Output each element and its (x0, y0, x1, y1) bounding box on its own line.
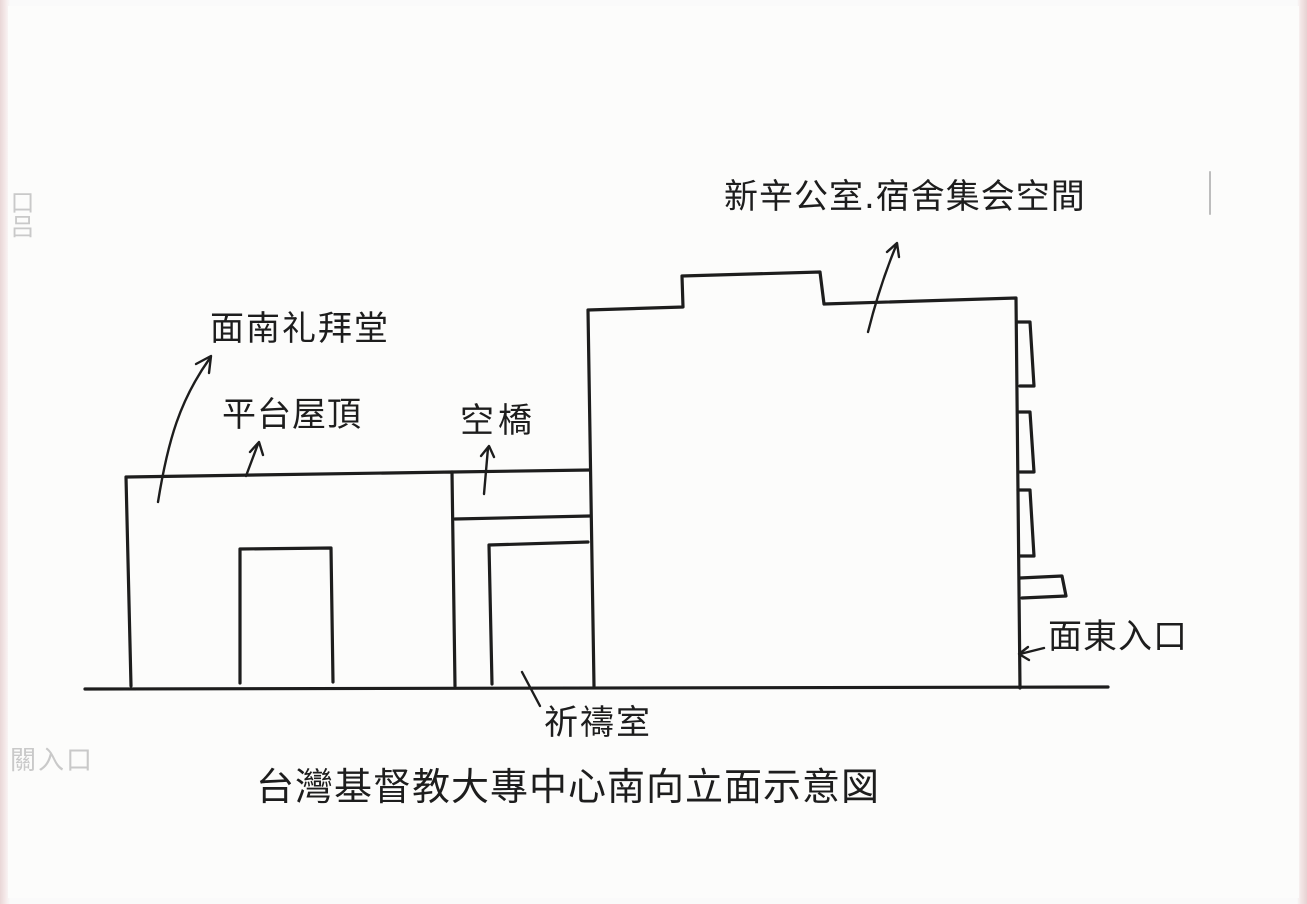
balcony-2 (1016, 410, 1036, 474)
balcony-1 (1016, 320, 1036, 388)
paper-sheet (8, 6, 1299, 898)
prayer-leader-arrow (520, 670, 542, 708)
label-flat-roof: 平台屋頂 (222, 395, 362, 435)
bleed-through-text-top: 口吕 (6, 190, 34, 238)
chapel-arrowhead (194, 354, 213, 375)
tower-leader-arrow (866, 244, 898, 334)
ground-line (83, 685, 1110, 691)
roof-leader-arrow (244, 442, 260, 478)
diagram-caption: 台灣基督教大專中心南向立面示意図 (256, 765, 881, 809)
bridge-leader-arrow (482, 446, 490, 496)
label-south-chapel: 面南礼拜堂 (210, 309, 390, 349)
label-prayer-room: 祈禱室 (544, 703, 652, 743)
bridge-beam (453, 514, 592, 521)
east-leader-arrow (1018, 646, 1046, 656)
entrance-canopy (1018, 574, 1068, 600)
prayer-room-opening (487, 540, 590, 686)
chapel-leader-arrow (156, 356, 212, 504)
balcony-3 (1016, 488, 1036, 558)
bleed-through-text-bottom: 關入口 (10, 746, 95, 776)
label-east-entrance: 面東入口 (1048, 617, 1188, 657)
chapel-outline (124, 470, 457, 688)
east-arrowhead (1017, 645, 1031, 662)
tower-outline (586, 270, 1022, 690)
chapel-door (238, 546, 335, 685)
label-sky-bridge: 空橋 (460, 401, 536, 441)
roof-arrowhead (248, 440, 265, 457)
label-office-dorm-assembly: 新辛公室.宿舍集会空間 (724, 177, 1086, 217)
tower-arrowhead (885, 241, 901, 259)
bridge-roof-line (450, 468, 592, 474)
bridge-arrowhead (479, 444, 496, 459)
